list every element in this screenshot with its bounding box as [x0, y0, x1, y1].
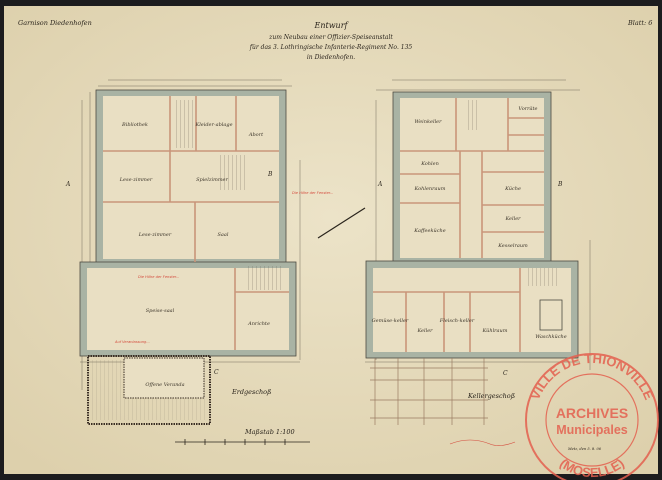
stamp-line-1: ARCHIVES [556, 405, 628, 421]
red-annotation-middle: Die Höhe der Fenster... [292, 191, 333, 195]
section-mark: B [557, 181, 563, 188]
room-label: Weinkeller [414, 119, 442, 125]
basement-title: Kellergeschoß [467, 392, 515, 400]
basement-plan: Weinkeller Vorräte Kohlen Kohlenraum Küc… [365, 79, 591, 425]
room-label: Keller [504, 216, 521, 222]
signature-block: Metz, den 5. 8. 06 [567, 447, 602, 451]
partition-walls [373, 98, 544, 352]
room-label: Saal [218, 232, 229, 238]
room-label: Fleisch-keller [439, 318, 475, 324]
scale-label: Maßstab 1:100 [244, 428, 295, 436]
ground-floor-title: Erdgeschoß [231, 388, 271, 396]
room-label: Keller [416, 328, 433, 334]
room-label: Spielzimmer [196, 177, 228, 183]
drawing-subtitle-3: in Diedenhofen. [307, 54, 355, 61]
section-mark: C [503, 370, 508, 377]
drawing-subtitle-1: zum Neubau einer Offizier-Speiseanstalt [268, 34, 393, 41]
staircase [173, 100, 193, 148]
sheet-number: Blatt: 6 [627, 19, 652, 27]
room-label: Kleider-ablage [194, 122, 232, 128]
room-label: Kaffeeküche [413, 228, 445, 234]
room-label: Vorräte [519, 106, 538, 112]
drawing-subtitle-2: für das 3. Lothringische Infanterie-Regi… [249, 44, 413, 51]
north-arrow [317, 207, 366, 239]
room-label: Kühlraum [482, 328, 508, 334]
laundry-basin [539, 299, 563, 331]
room-label: Speise-saal [146, 308, 175, 314]
staircase [220, 155, 248, 190]
room-label: Küche [504, 186, 521, 192]
room-label: Lese-zimmer [119, 177, 153, 183]
scale-bar [175, 439, 310, 445]
red-annotation: Die Höhe der Fenster... [138, 275, 179, 279]
room-label: Waschküche [535, 334, 567, 340]
room-label: Anrichte [247, 321, 270, 327]
room-label: Gemüse-keller [372, 318, 409, 324]
section-mark: A [377, 181, 383, 188]
section-mark: C [214, 369, 219, 376]
room-label: Kesselraum [497, 243, 528, 249]
partition-walls [103, 96, 289, 350]
red-annotation: Auf Veranlassung... [114, 340, 150, 344]
room-label: Abort [248, 132, 264, 138]
staircase [527, 268, 557, 286]
staircase [248, 266, 282, 290]
stamp-line-2: Municipales [556, 423, 628, 437]
room-label: Kohlenraum [414, 186, 446, 192]
drawing-title: Entwurf [314, 21, 350, 30]
foundation-piling [370, 358, 488, 425]
ground-floor-plan: Bibliothek Kleider-ablage Abort Lese-zim… [65, 79, 301, 425]
red-signature [449, 439, 516, 446]
room-label: Bibliothek [121, 122, 148, 128]
garrison-label: Garnison Diedenhofen [18, 19, 92, 27]
section-mark: A [65, 181, 71, 188]
room-label: Kohlen [420, 161, 439, 167]
section-mark: B [267, 171, 273, 178]
veranda-outline [87, 355, 211, 425]
staircase [465, 100, 479, 130]
room-label: Lese-zimmer [138, 232, 172, 238]
room-label: Offene Veranda [145, 382, 184, 388]
